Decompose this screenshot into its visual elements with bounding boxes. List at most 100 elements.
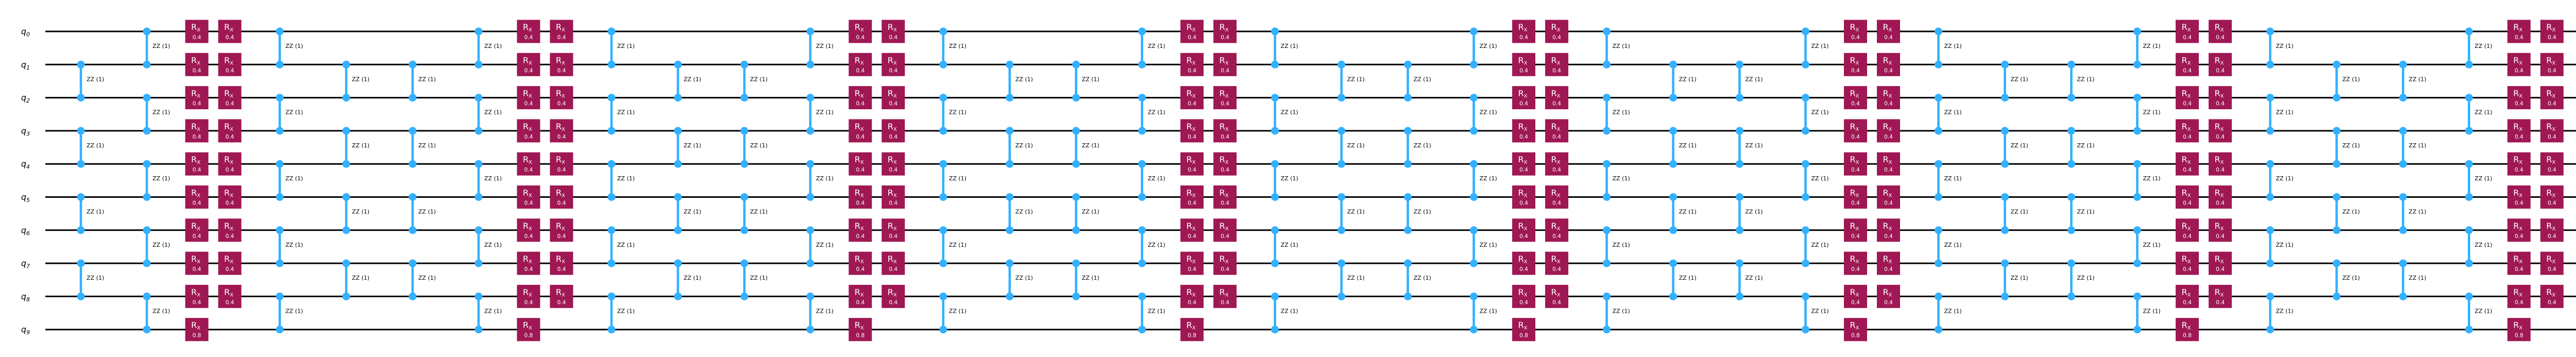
rx-gate-angle: 0.4 bbox=[1519, 67, 1528, 74]
zz-gate-label: ZZ (1) bbox=[2342, 142, 2360, 149]
rx-gate-box bbox=[1877, 152, 1900, 176]
zz-control-dot bbox=[474, 27, 483, 36]
rx-gate-symbol-subscript: X bbox=[1524, 259, 1528, 265]
rx-gate-angle: 0.4 bbox=[2216, 167, 2225, 173]
zz-control-dot bbox=[1802, 259, 1809, 267]
rx-gate-box bbox=[2208, 20, 2232, 43]
zz-gate: ZZ (1) bbox=[939, 27, 967, 69]
zz-gate-label: ZZ (1) bbox=[2276, 175, 2293, 182]
zz-control-dot bbox=[409, 127, 417, 135]
zz-gate: ZZ (1) bbox=[1337, 193, 1365, 234]
rx-gate-symbol-subscript: X bbox=[1192, 292, 1196, 298]
zz-gate: ZZ (1) bbox=[1404, 60, 1431, 102]
rx-gate-symbol-subscript: X bbox=[529, 326, 532, 331]
zz-gate: ZZ (1) bbox=[1271, 94, 1298, 135]
zz-control-dot bbox=[143, 94, 151, 102]
zz-control-dot bbox=[1669, 60, 1677, 69]
rx-gate-angle: 0.4 bbox=[557, 200, 566, 207]
rx-gate-symbol-subscript: X bbox=[1225, 94, 1229, 99]
zz-control-dot bbox=[1271, 27, 1279, 36]
zz-control-dot bbox=[1404, 259, 1412, 267]
rx-gate: RX0.4 bbox=[1877, 185, 1900, 209]
qubit-label: q9 bbox=[21, 325, 30, 336]
rx-gate-angle: 0.4 bbox=[524, 101, 533, 107]
rx-gate-angle: 0.4 bbox=[1884, 167, 1893, 173]
rx-gate-angle: 0.4 bbox=[557, 233, 566, 240]
rx-gate-angle: 0.4 bbox=[856, 35, 865, 41]
rx-gate: RX0.4 bbox=[2507, 218, 2531, 242]
rx-gate-angle: 0.4 bbox=[1519, 200, 1528, 207]
rx-gate: RX0.4 bbox=[185, 185, 209, 209]
zz-gate-label: ZZ (1) bbox=[617, 175, 635, 182]
zz-control-dot bbox=[1271, 60, 1279, 69]
zz-control-dot bbox=[2266, 226, 2274, 234]
rx-gate-angle: 0.4 bbox=[1221, 67, 1229, 74]
zz-gate: ZZ (1) bbox=[2067, 193, 2095, 234]
zz-gate-label: ZZ (1) bbox=[1414, 76, 1431, 82]
rx-gate-box bbox=[1213, 86, 1237, 110]
rx-gate: RX0.4 bbox=[185, 218, 209, 242]
zz-control-dot bbox=[1802, 94, 1809, 102]
rx-gate: RX0.4 bbox=[849, 251, 872, 275]
rx-gate-symbol-subscript: X bbox=[1524, 193, 1528, 199]
zz-gate: ZZ (1) bbox=[607, 292, 635, 334]
zz-gate: ZZ (1) bbox=[276, 160, 303, 201]
zz-gate-label: ZZ (1) bbox=[1811, 43, 1829, 49]
rx-gate-symbol-subscript: X bbox=[529, 226, 532, 232]
rx-gate-box bbox=[2175, 318, 2199, 342]
rx-gate-angle: 0.4 bbox=[1851, 299, 1860, 305]
zz-control-dot bbox=[1669, 94, 1677, 102]
rx-gate-symbol-subscript: X bbox=[1192, 226, 1196, 232]
rx-gate: RX0.4 bbox=[1877, 251, 1900, 275]
zz-gate: ZZ (1) bbox=[342, 127, 369, 168]
rx-gate-symbol-subscript: X bbox=[1856, 160, 1859, 165]
zz-gate-label: ZZ (1) bbox=[2143, 109, 2160, 116]
zz-control-dot bbox=[1802, 27, 1809, 36]
rx-gate-angle: 0.4 bbox=[226, 67, 234, 74]
rx-gate: RX0.4 bbox=[2208, 119, 2232, 143]
rx-gate-box bbox=[550, 53, 573, 76]
rx-gate-box bbox=[2540, 218, 2564, 242]
zz-gate-label: ZZ (1) bbox=[750, 142, 768, 149]
rx-gate-symbol-subscript: X bbox=[197, 27, 200, 33]
rx-gate-angle: 0.4 bbox=[193, 67, 201, 74]
zz-gate-label: ZZ (1) bbox=[949, 109, 967, 116]
rx-gate-symbol-subscript: X bbox=[1192, 27, 1196, 33]
rx-gate-symbol-subscript: X bbox=[230, 160, 233, 165]
rx-gate: RX0.4 bbox=[550, 185, 573, 209]
zz-gate-label: ZZ (1) bbox=[1281, 43, 1298, 49]
zz-gate-label: ZZ (1) bbox=[2409, 209, 2426, 215]
zz-control-dot bbox=[939, 326, 947, 334]
rx-gate: RX0.4 bbox=[1512, 86, 1536, 110]
zz-control-dot bbox=[1603, 127, 1611, 135]
rx-gate-box bbox=[1512, 53, 1536, 76]
zz-gate: ZZ (1) bbox=[2465, 292, 2492, 334]
zz-gate-label: ZZ (1) bbox=[1082, 76, 1099, 82]
rx-gate: RX0.4 bbox=[185, 152, 209, 176]
rx-gate-angle: 0.4 bbox=[557, 167, 566, 173]
rx-gate-angle: 0.4 bbox=[2548, 35, 2556, 41]
zz-gate: ZZ (1) bbox=[1669, 259, 1697, 300]
rx-gate-angle: 0.4 bbox=[2515, 266, 2523, 273]
zz-gate: ZZ (1) bbox=[474, 226, 502, 267]
rx-gate-angle: 0.4 bbox=[1851, 134, 1860, 140]
zz-gate-label: ZZ (1) bbox=[418, 142, 436, 149]
rx-gate-angle: 0.4 bbox=[524, 266, 533, 273]
rx-gate-box bbox=[2175, 86, 2199, 110]
rx-gate: RX0.4 bbox=[2507, 251, 2531, 275]
zz-control-dot bbox=[2133, 127, 2141, 135]
zz-control-dot bbox=[1603, 259, 1611, 267]
zz-control-dot bbox=[607, 292, 616, 300]
rx-gate: RX0.4 bbox=[849, 119, 872, 143]
zz-control-dot bbox=[939, 259, 947, 267]
zz-control-dot bbox=[474, 60, 483, 69]
zz-gate-label: ZZ (1) bbox=[1811, 242, 1829, 248]
rx-gate-symbol-subscript: X bbox=[1856, 127, 1859, 132]
rx-gate-box bbox=[517, 20, 540, 43]
zz-control-dot bbox=[740, 226, 749, 234]
zz-control-dot bbox=[607, 193, 616, 201]
zz-gate-label: ZZ (1) bbox=[2475, 308, 2492, 314]
rx-gate-box bbox=[2175, 152, 2199, 176]
zz-control-dot bbox=[1669, 160, 1677, 168]
